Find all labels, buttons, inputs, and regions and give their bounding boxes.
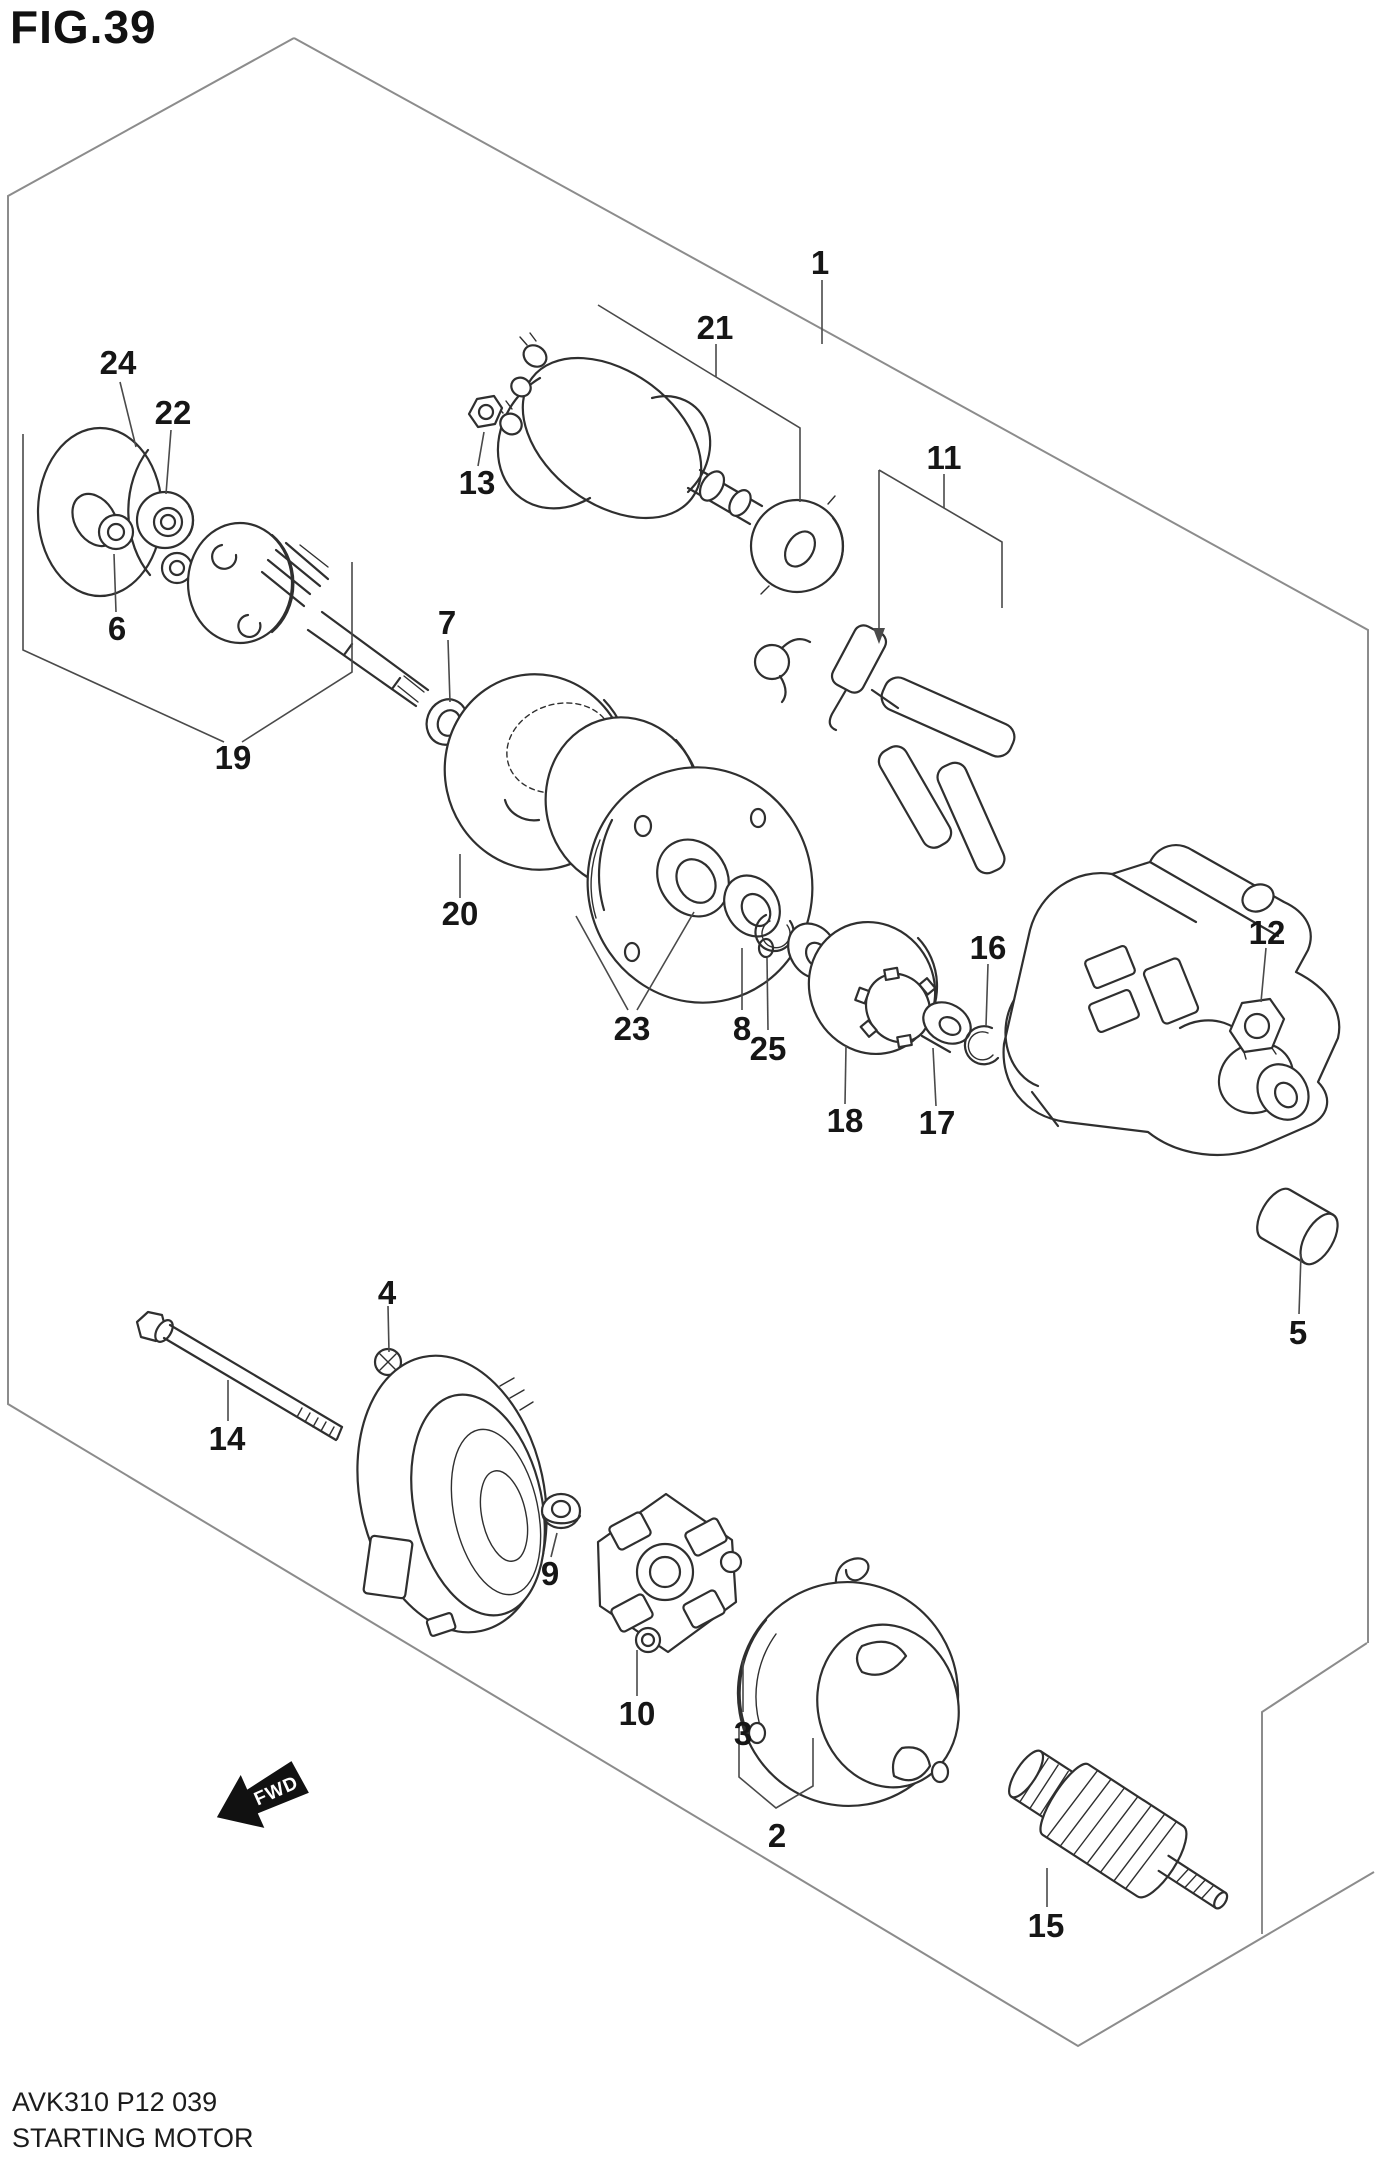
spacer-sketch [160, 551, 194, 585]
clutch-pinion-sketch [807, 920, 960, 1056]
through-bolt-sketch [135, 1310, 344, 1442]
pinion-shaft-sketch [186, 521, 430, 708]
gear-housing-sketch [1002, 844, 1341, 1156]
shift-lever-sketch [753, 624, 1016, 875]
part-label-13: 13 [459, 464, 496, 501]
nut-small-sketch [467, 394, 504, 429]
nut-mount-sketch [1228, 997, 1286, 1060]
figure-caption: STARTING MOTOR [12, 2123, 254, 2153]
part-label-9: 9 [541, 1555, 559, 1592]
part-label-5: 5 [1289, 1314, 1307, 1351]
end-cover-sketch [736, 1557, 960, 1808]
part-label-3: 3 [734, 1715, 752, 1752]
armature-sketch [1008, 1749, 1229, 1910]
bearing-sketch [135, 490, 195, 550]
thrust-washer-sketch [723, 874, 781, 938]
model-code: AVK310 P12 039 [12, 2087, 218, 2117]
figure-number: FIG.39 [10, 1, 157, 53]
part-label-17: 17 [919, 1104, 956, 1141]
stopper-collar-sketch [922, 1001, 972, 1045]
diagram-border [7, 37, 1375, 2048]
part-label-6: 6 [108, 610, 126, 647]
part-label-23: 23 [614, 1010, 651, 1047]
snap-ring-outer-sketch [963, 1025, 1000, 1066]
part-label-7: 7 [438, 604, 456, 641]
grommet-sketch [540, 1492, 582, 1530]
part-label-16: 16 [970, 929, 1007, 966]
part-label-2: 2 [768, 1817, 786, 1854]
part-label-14: 14 [209, 1420, 246, 1457]
brush-holder-sketch [596, 1492, 743, 1654]
part-label-22: 22 [155, 394, 192, 431]
part-label-10: 10 [619, 1695, 656, 1732]
fwd-arrow: FWD [216, 1761, 309, 1828]
part-label-25: 25 [750, 1030, 787, 1067]
end-cap-sketch [1256, 1187, 1339, 1266]
part-label-4: 4 [378, 1274, 397, 1311]
center-bracket-sketch [586, 766, 814, 1004]
part-label-8: 8 [733, 1010, 751, 1047]
leader-lines [22, 280, 1302, 1907]
part-label-18: 18 [827, 1102, 864, 1139]
part-label-20: 20 [442, 895, 479, 932]
yoke-housing-sketch [356, 1354, 548, 1637]
part-label-21: 21 [697, 309, 734, 346]
washer-sketch [97, 513, 135, 551]
part-label-1: 1 [811, 244, 829, 281]
figure-footer: AVK310 P12 039 STARTING MOTOR [12, 2084, 254, 2156]
part-label-12: 12 [1249, 914, 1286, 951]
part-label-24: 24 [100, 344, 137, 381]
part-label-19: 19 [215, 739, 252, 776]
part-label-11: 11 [927, 439, 962, 476]
part-label-15: 15 [1028, 1907, 1065, 1944]
magnetic-switch-sketch [495, 332, 845, 595]
